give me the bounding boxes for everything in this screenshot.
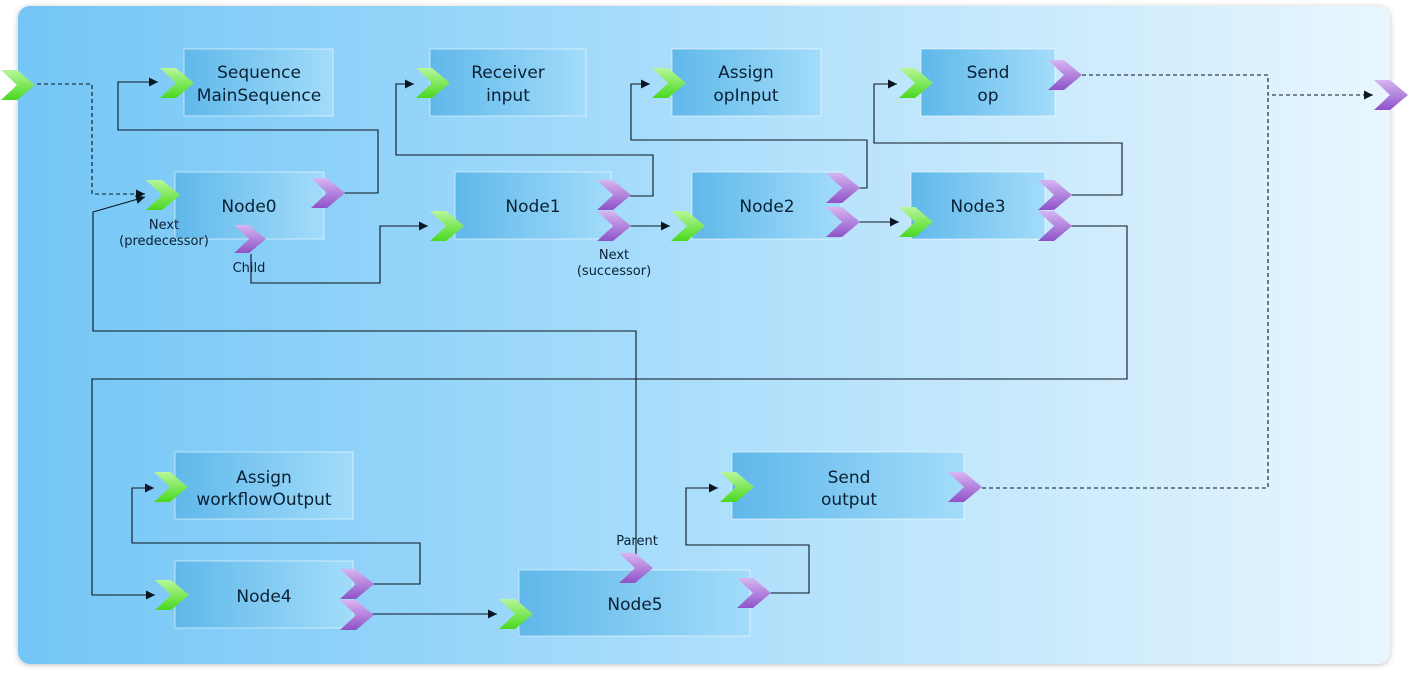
node-node1[interactable]: Node1 Next (successor) xyxy=(430,171,651,279)
node-assign-opinput[interactable]: Assign opInput xyxy=(652,48,822,117)
node-subtitle: input xyxy=(486,86,530,106)
node-title: Node3 xyxy=(950,197,1005,217)
edge-node2-assign xyxy=(630,79,868,189)
edge-node0-sequence xyxy=(117,77,379,194)
node-box xyxy=(174,451,354,520)
node-subtitle: workflowOutput xyxy=(196,490,332,510)
node-receiver[interactable]: Receiver input xyxy=(416,48,587,117)
edge-start-node0 xyxy=(37,83,145,199)
next-predecessor-label: Next xyxy=(149,218,179,233)
node-subtitle: opInput xyxy=(713,86,779,106)
node-box xyxy=(691,171,842,240)
node-node4[interactable]: Node4 xyxy=(155,560,374,630)
node-box xyxy=(920,48,1056,117)
node-box xyxy=(671,48,822,117)
edges xyxy=(37,74,1373,619)
node-title: Receiver xyxy=(471,63,545,83)
edge-node4-assignwf xyxy=(131,483,421,585)
node-box xyxy=(183,48,334,117)
edge-node0-child-node1 xyxy=(250,221,428,284)
edge-node3-node4 xyxy=(91,225,1128,600)
edge-sendop-end xyxy=(1082,74,1373,100)
node-title: Node0 xyxy=(221,197,276,217)
parent-label: Parent xyxy=(616,534,658,549)
node-box xyxy=(429,48,587,117)
edge-node5-sendoutput xyxy=(685,483,810,594)
node-subtitle: op xyxy=(977,86,998,106)
node-title: Node4 xyxy=(236,587,291,607)
node-title: Sequence xyxy=(217,63,301,83)
node-node2[interactable]: Node2 xyxy=(671,171,860,241)
next-successor-sublabel: (successor) xyxy=(577,264,651,279)
node-node5[interactable]: Node5 Parent xyxy=(499,534,771,637)
child-label: Child xyxy=(233,261,266,276)
node-box xyxy=(454,171,612,240)
node-box xyxy=(731,451,965,520)
node-title: Assign xyxy=(236,468,292,488)
node-send-op[interactable]: Send op xyxy=(899,48,1082,117)
node-box xyxy=(174,560,354,629)
edge-sendoutput-end xyxy=(982,95,1269,489)
node-title: Node1 xyxy=(505,197,560,217)
node-title: Node2 xyxy=(739,197,794,217)
edge-node1-receiver xyxy=(395,79,654,197)
edge-node3-sendop xyxy=(873,79,1123,196)
next-predecessor-sublabel: (predecessor) xyxy=(119,234,209,249)
node-subtitle: MainSequence xyxy=(197,86,321,106)
node-title: Assign xyxy=(718,63,774,83)
node-node3[interactable]: Node3 xyxy=(899,171,1072,241)
node-assign-workflowoutput[interactable]: Assign workflowOutput xyxy=(154,451,354,520)
end-port-icon[interactable] xyxy=(1374,80,1408,110)
node-title: Send xyxy=(828,468,871,488)
start-port-icon[interactable] xyxy=(1,70,35,100)
node-title: Send xyxy=(967,63,1010,83)
next-successor-label: Next xyxy=(599,248,629,263)
node-send-output[interactable]: Send output xyxy=(720,451,982,520)
node-sequence[interactable]: Sequence MainSequence xyxy=(160,48,334,117)
node-title: Node5 xyxy=(607,595,662,615)
node-node0[interactable]: Node0 Next (predecessor) Child xyxy=(119,171,345,276)
edge-node5-parent-node0 xyxy=(92,195,637,558)
node-subtitle: output xyxy=(821,490,877,510)
